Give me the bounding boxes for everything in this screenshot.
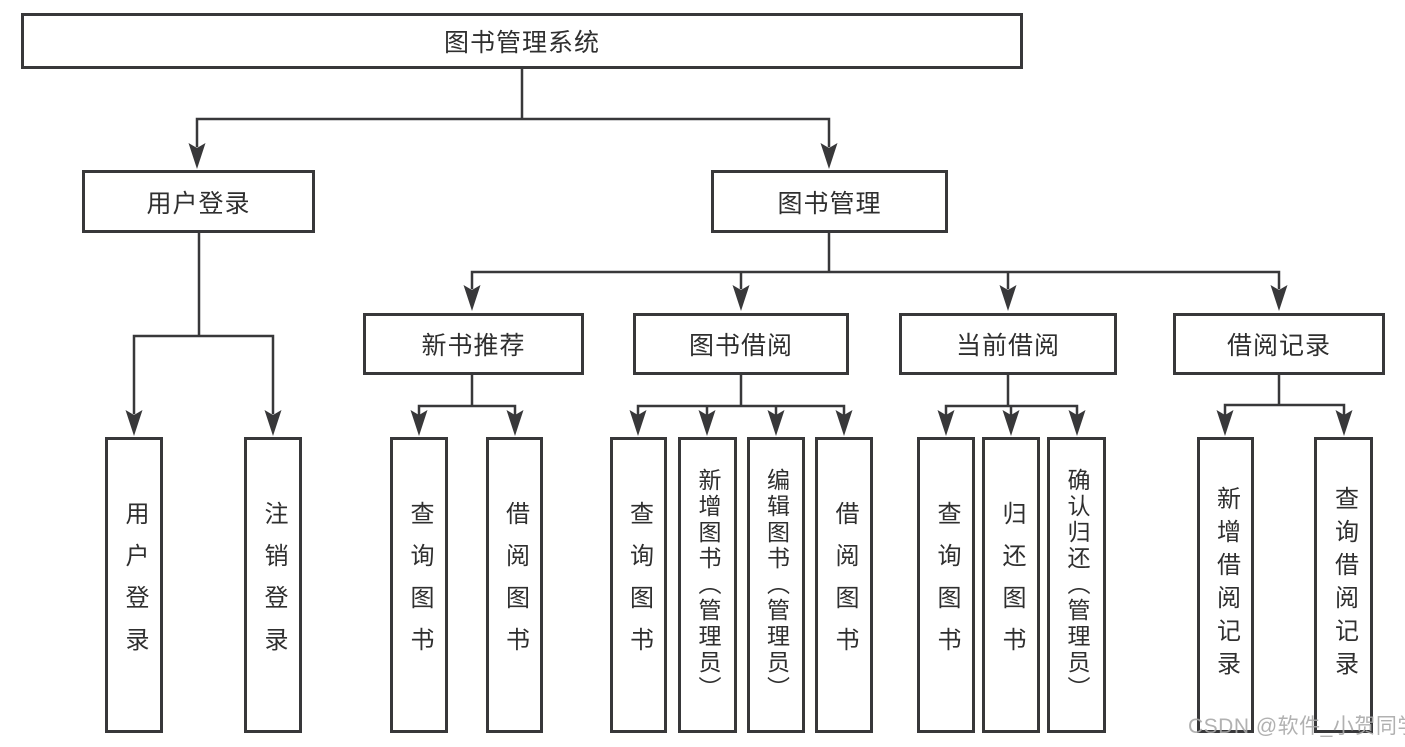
node-user-login: 用户登录 <box>82 170 315 233</box>
node-new-book-recommendation: 新书推荐 <box>363 313 584 375</box>
csdn-watermark: CSDN @软件_小贺同学 <box>1188 715 1405 738</box>
node-label: 图书管理 <box>777 189 882 218</box>
leaf-recommend-borrow-books: 借阅图书 <box>486 437 543 733</box>
leaf-label: 查询借阅记录 <box>1330 486 1358 684</box>
leaf-label: 注销登录 <box>260 501 287 669</box>
leaf-label: 新增图书（管理员） <box>695 468 721 702</box>
leaf-borrowing-add-books-admin: 新增图书（管理员） <box>678 437 737 733</box>
leaf-label: 用户登录 <box>121 501 148 669</box>
leaf-current-return-books: 归还图书 <box>982 437 1040 733</box>
leaf-current-confirm-return-admin: 确认归还（管理员） <box>1047 437 1106 733</box>
leaf-recommend-query-books: 查询图书 <box>390 437 448 733</box>
node-library-system-root: 图书管理系统 <box>21 13 1023 69</box>
leaf-label: 新增借阅记录 <box>1212 486 1240 684</box>
node-borrowing-records: 借阅记录 <box>1173 313 1385 375</box>
leaf-current-query-books: 查询图书 <box>917 437 975 733</box>
leaf-borrowing-query-books: 查询图书 <box>610 437 667 733</box>
node-book-management: 图书管理 <box>711 170 948 233</box>
node-label: 借阅记录 <box>1226 332 1331 360</box>
node-current-borrowing: 当前借阅 <box>899 313 1117 375</box>
leaf-label: 查询图书 <box>625 501 653 669</box>
leaf-logout: 注销登录 <box>244 437 302 733</box>
leaf-label: 确认归还（管理员） <box>1064 468 1090 702</box>
leaf-label: 查询图书 <box>933 501 960 669</box>
leaf-user-login: 用户登录 <box>105 437 163 733</box>
leaf-borrowing-borrow-books: 借阅图书 <box>815 437 873 733</box>
leaf-borrowing-edit-books-admin: 编辑图书（管理员） <box>747 437 805 733</box>
leaf-label: 归还图书 <box>998 501 1025 669</box>
leaf-label: 借阅图书 <box>501 501 529 669</box>
arrowheads <box>125 143 1353 436</box>
node-label: 当前借阅 <box>955 332 1060 360</box>
node-label: 图书管理系统 <box>443 29 600 57</box>
leaf-label: 查询图书 <box>406 501 433 669</box>
leaf-records-add-record: 新增借阅记录 <box>1197 437 1254 733</box>
leaf-label: 编辑图书（管理员） <box>763 468 790 702</box>
leaf-label: 借阅图书 <box>831 501 858 669</box>
node-book-borrowing: 图书借阅 <box>633 313 849 375</box>
node-label: 新书推荐 <box>421 332 526 360</box>
node-label: 图书借阅 <box>688 332 793 360</box>
leaf-records-query-record: 查询借阅记录 <box>1314 437 1373 733</box>
node-label: 用户登录 <box>146 189 251 218</box>
